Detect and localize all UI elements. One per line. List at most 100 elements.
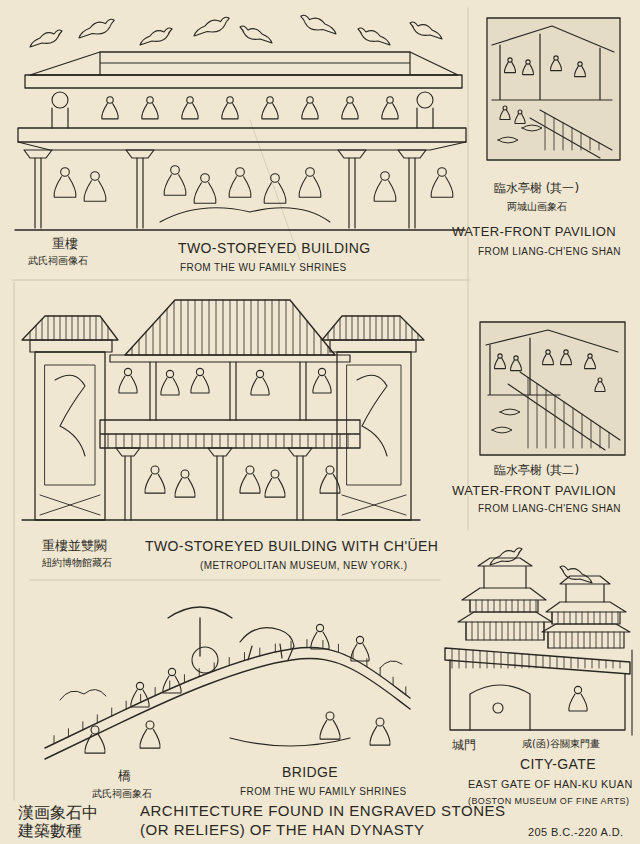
ink-line [409, 158, 415, 228]
hatching [487, 651, 488, 668]
figure [240, 474, 260, 493]
hatching [66, 316, 67, 340]
figure-head [91, 172, 100, 181]
figure-head [578, 62, 582, 66]
railing-post [393, 677, 394, 685]
hatching [352, 316, 353, 340]
boat [230, 738, 350, 746]
railing-post [380, 668, 381, 676]
canopy [168, 607, 232, 656]
hatching [237, 300, 238, 355]
hatching [572, 632, 573, 648]
hatching [572, 128, 573, 150]
hatching [613, 661, 614, 668]
hatching [153, 324, 154, 355]
figure-head [564, 350, 568, 354]
gate-door [470, 685, 530, 730]
hatching [546, 390, 547, 448]
figure [84, 181, 106, 201]
hatching [223, 300, 224, 355]
fish [492, 409, 520, 433]
figure [595, 382, 605, 391]
figure [575, 66, 586, 76]
ink-line [300, 362, 306, 420]
hatching [293, 304, 294, 355]
hatching [96, 316, 97, 340]
figure [251, 378, 269, 395]
hatching [164, 434, 165, 448]
figure [313, 376, 331, 393]
hatching [188, 300, 189, 355]
hatching [334, 326, 335, 340]
hatching [582, 414, 583, 448]
hatching [564, 657, 565, 668]
hatching [620, 632, 621, 648]
railing-post [366, 659, 367, 667]
ink-line [110, 355, 350, 362]
railing-post [405, 687, 406, 695]
hatching [566, 632, 567, 648]
figure-head [326, 712, 334, 720]
hatching [418, 334, 419, 340]
english-caption: WATER-FRONT PAVILION [452, 224, 616, 240]
hatching [608, 632, 609, 648]
hatching [573, 408, 574, 448]
animal [160, 208, 330, 222]
figure-head [136, 682, 143, 689]
railing-post [291, 641, 292, 649]
hatching [602, 632, 603, 648]
figure-head [438, 168, 447, 177]
hatching [202, 300, 203, 355]
hatching [612, 612, 613, 624]
figure [523, 64, 534, 74]
hatching [188, 434, 189, 448]
figure-head [236, 168, 245, 177]
hatching [552, 612, 553, 624]
bird [410, 22, 442, 39]
hatching [600, 612, 601, 624]
pencil-line [468, 8, 469, 530]
hatching [72, 316, 73, 340]
railing-post [184, 675, 185, 683]
source-note: 咸(函)谷關東門畫 [522, 738, 600, 750]
railing-post [111, 708, 112, 716]
ink-line [30, 52, 458, 75]
figure [551, 60, 562, 70]
figure [431, 177, 453, 197]
hatching [606, 660, 607, 668]
hatching [394, 316, 395, 340]
hatching [328, 333, 329, 340]
figure [351, 644, 369, 661]
hatching [196, 434, 197, 448]
figure [145, 474, 165, 493]
source-note: 两城山画象石 [507, 201, 567, 213]
ink-line [560, 576, 610, 602]
railing-post [306, 640, 307, 648]
figure [374, 181, 396, 201]
figure [342, 104, 358, 119]
hatching [550, 656, 551, 668]
railing-post [338, 644, 339, 652]
hatching [139, 340, 140, 355]
hatching [524, 600, 525, 612]
figure-head [387, 97, 393, 103]
hatching [543, 655, 544, 668]
figure [164, 175, 186, 195]
hatching [522, 654, 523, 668]
figure-head [61, 168, 70, 177]
hatching [518, 600, 519, 612]
railing-post [68, 729, 69, 737]
figure [229, 177, 251, 197]
hatching [571, 658, 572, 668]
figure [175, 478, 195, 497]
chinese-title: 漢画象石中 建築數種 [18, 804, 104, 841]
hatching [370, 316, 371, 340]
hatching [599, 142, 600, 150]
english-caption: WATER-FRONT PAVILION [452, 483, 616, 499]
hatching [132, 434, 133, 448]
hatching [160, 317, 161, 356]
ink-line [288, 448, 312, 456]
figure-head [347, 97, 353, 103]
figure-head [503, 106, 507, 110]
horse [240, 628, 294, 660]
